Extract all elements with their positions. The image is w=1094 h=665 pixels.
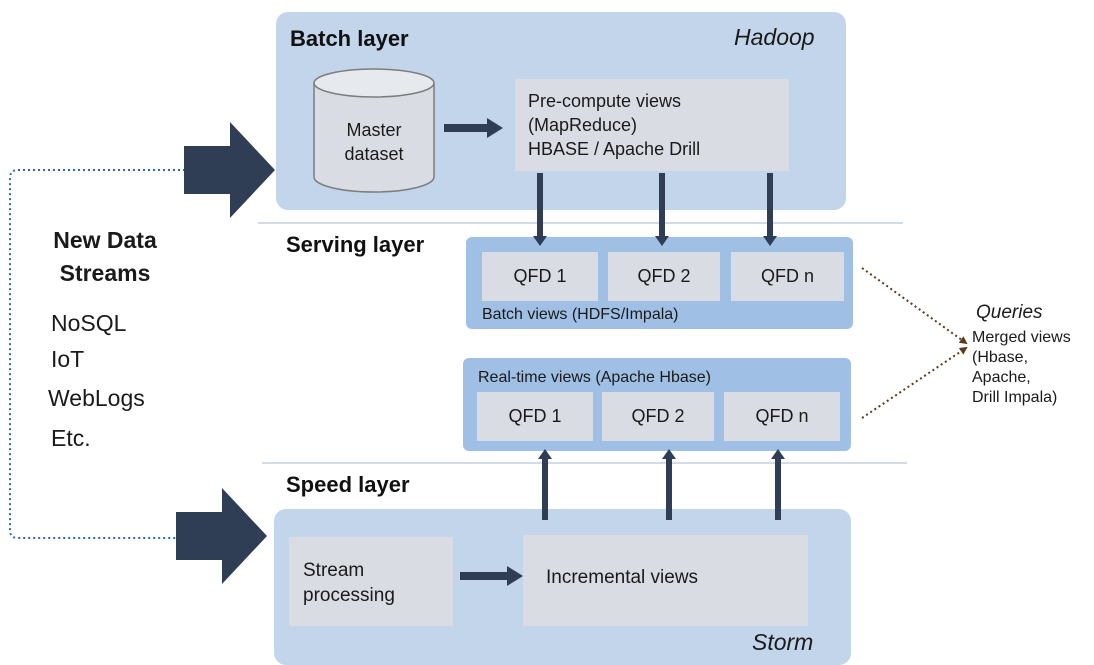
master-to-precompute-arrow bbox=[444, 118, 503, 138]
sources-title-line: Streams bbox=[59, 260, 151, 286]
master-dataset-cylinder bbox=[313, 68, 435, 193]
realtime-view-qfdn: QFD n bbox=[724, 392, 840, 441]
master-dataset-line: dataset bbox=[344, 144, 404, 164]
stream-to-incremental-arrow bbox=[460, 566, 523, 586]
incremental-views-box bbox=[523, 535, 808, 626]
queries-line: Drill Impala) bbox=[972, 389, 1058, 406]
batch-to-queries-arrow bbox=[861, 267, 968, 345]
incremental-to-realtime-arrows bbox=[538, 449, 785, 520]
speed-input-arrow bbox=[176, 488, 267, 584]
realtime-to-queries-arrow bbox=[861, 346, 968, 419]
precompute-to-views-arrows bbox=[533, 173, 777, 246]
precompute-line: HBASE / Apache Drill bbox=[528, 139, 701, 159]
source-nosql: NoSQL bbox=[51, 310, 127, 336]
batch-layer-title: Batch layer bbox=[290, 26, 409, 51]
precompute-views-box bbox=[515, 79, 789, 171]
precompute-line: (MapReduce) bbox=[528, 115, 638, 135]
stream-processing-box bbox=[289, 537, 453, 626]
speed-tech-label: Storm bbox=[752, 629, 814, 655]
sources-title-line: New Data bbox=[53, 227, 157, 253]
batch-views-caption: Batch views (HDFS/Impala) bbox=[482, 306, 679, 323]
batch-view-qfd2: QFD 2 bbox=[608, 252, 720, 301]
queries-line: (Hbase, bbox=[972, 349, 1029, 366]
batch-view-qfdn: QFD n bbox=[731, 252, 844, 301]
precompute-line: Pre-compute views bbox=[528, 91, 682, 111]
stream-line: processing bbox=[303, 585, 395, 606]
batch-tech-label: Hadoop bbox=[734, 24, 815, 50]
source-iot: IoT bbox=[51, 346, 85, 372]
queries-title: Queries bbox=[976, 302, 1043, 323]
source-etc: Etc. bbox=[51, 425, 91, 451]
queries-line: Apache, bbox=[972, 369, 1031, 386]
sources-title: New Data Streams bbox=[30, 224, 180, 290]
stream-processing-text: Stream processing bbox=[303, 558, 395, 608]
master-dataset-label: Master dataset bbox=[312, 118, 436, 166]
precompute-views-text: Pre-compute views (MapReduce) HBASE / Ap… bbox=[528, 89, 700, 161]
serving-layer-title: Serving layer bbox=[286, 232, 425, 257]
source-dotted-loop bbox=[9, 169, 185, 539]
batch-view-qfd1: QFD 1 bbox=[482, 252, 598, 301]
incremental-views-text: Incremental views bbox=[546, 567, 699, 588]
speed-layer-title: Speed layer bbox=[286, 472, 410, 497]
stream-line: Stream bbox=[303, 560, 365, 581]
batch-input-arrow bbox=[184, 122, 275, 218]
queries-merged-views: Merged views (Hbase, Apache, Drill Impal… bbox=[972, 328, 1071, 408]
realtime-view-qfd2: QFD 2 bbox=[602, 392, 714, 441]
realtime-views-caption: Real-time views (Apache Hbase) bbox=[478, 369, 711, 386]
queries-line: Merged views bbox=[972, 329, 1071, 346]
source-weblogs: WebLogs bbox=[48, 385, 145, 411]
master-dataset-line: Master bbox=[346, 120, 402, 140]
realtime-view-qfd1: QFD 1 bbox=[477, 392, 593, 441]
